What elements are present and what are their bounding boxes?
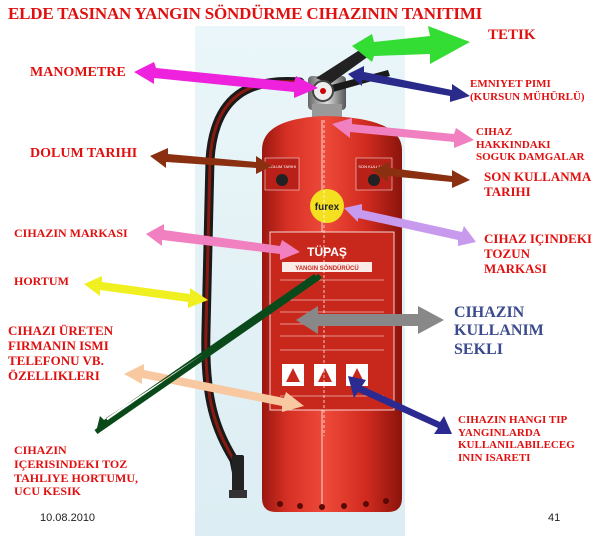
- sub-label-text: YANGIN SÖNDÜRÜCÜ: [295, 265, 358, 272]
- arrow-manometre: [134, 62, 318, 98]
- callout-arrows: [84, 26, 476, 435]
- powder-brand-text: furex: [315, 202, 340, 213]
- arrow-hortum: [84, 276, 208, 308]
- arrow-emniyet-pimi: [348, 66, 470, 102]
- label-hortum: HORTUM: [14, 274, 69, 288]
- arrow-dolum-tarihi: [150, 148, 272, 174]
- fill-date-tag-text: DOLUM TARIHI: [268, 164, 296, 169]
- arrow-cihaz-markasi: [146, 224, 300, 260]
- label-emniyet-pimi: EMNIYET PIMI(KURSUN MÜHÜRLÜ): [470, 78, 585, 103]
- arrow-yangin-tipi: [348, 376, 452, 434]
- label-tetik: TETIK: [488, 27, 536, 43]
- footer-date: 10.08.2010: [40, 512, 96, 524]
- hose-nozzle: [232, 455, 244, 495]
- powder-brand-sticker: [310, 189, 344, 223]
- arrow-son-kullanma: [372, 162, 470, 188]
- page-title: ELDE TASINAN YANGIN SÖNDÜRME CIHAZININ T…: [8, 4, 483, 23]
- arrow-kullanim-sekli: [296, 306, 444, 334]
- arrow-soguk-damga: [332, 118, 474, 148]
- page-number: 41: [548, 512, 561, 524]
- label-cihaz-markasi: CIHAZIN MARKASI: [14, 226, 128, 240]
- label-dolum-tarihi: DOLUM TARIHI: [30, 146, 138, 161]
- expiry-tag-text: SON KULLANMA: [358, 164, 390, 169]
- brand-label-text: TÜPAŞ: [307, 244, 347, 259]
- arrow-tetik: [352, 26, 470, 64]
- arrow-toz-markasi: [344, 204, 476, 246]
- label-manometre: MANOMETRE: [30, 65, 126, 80]
